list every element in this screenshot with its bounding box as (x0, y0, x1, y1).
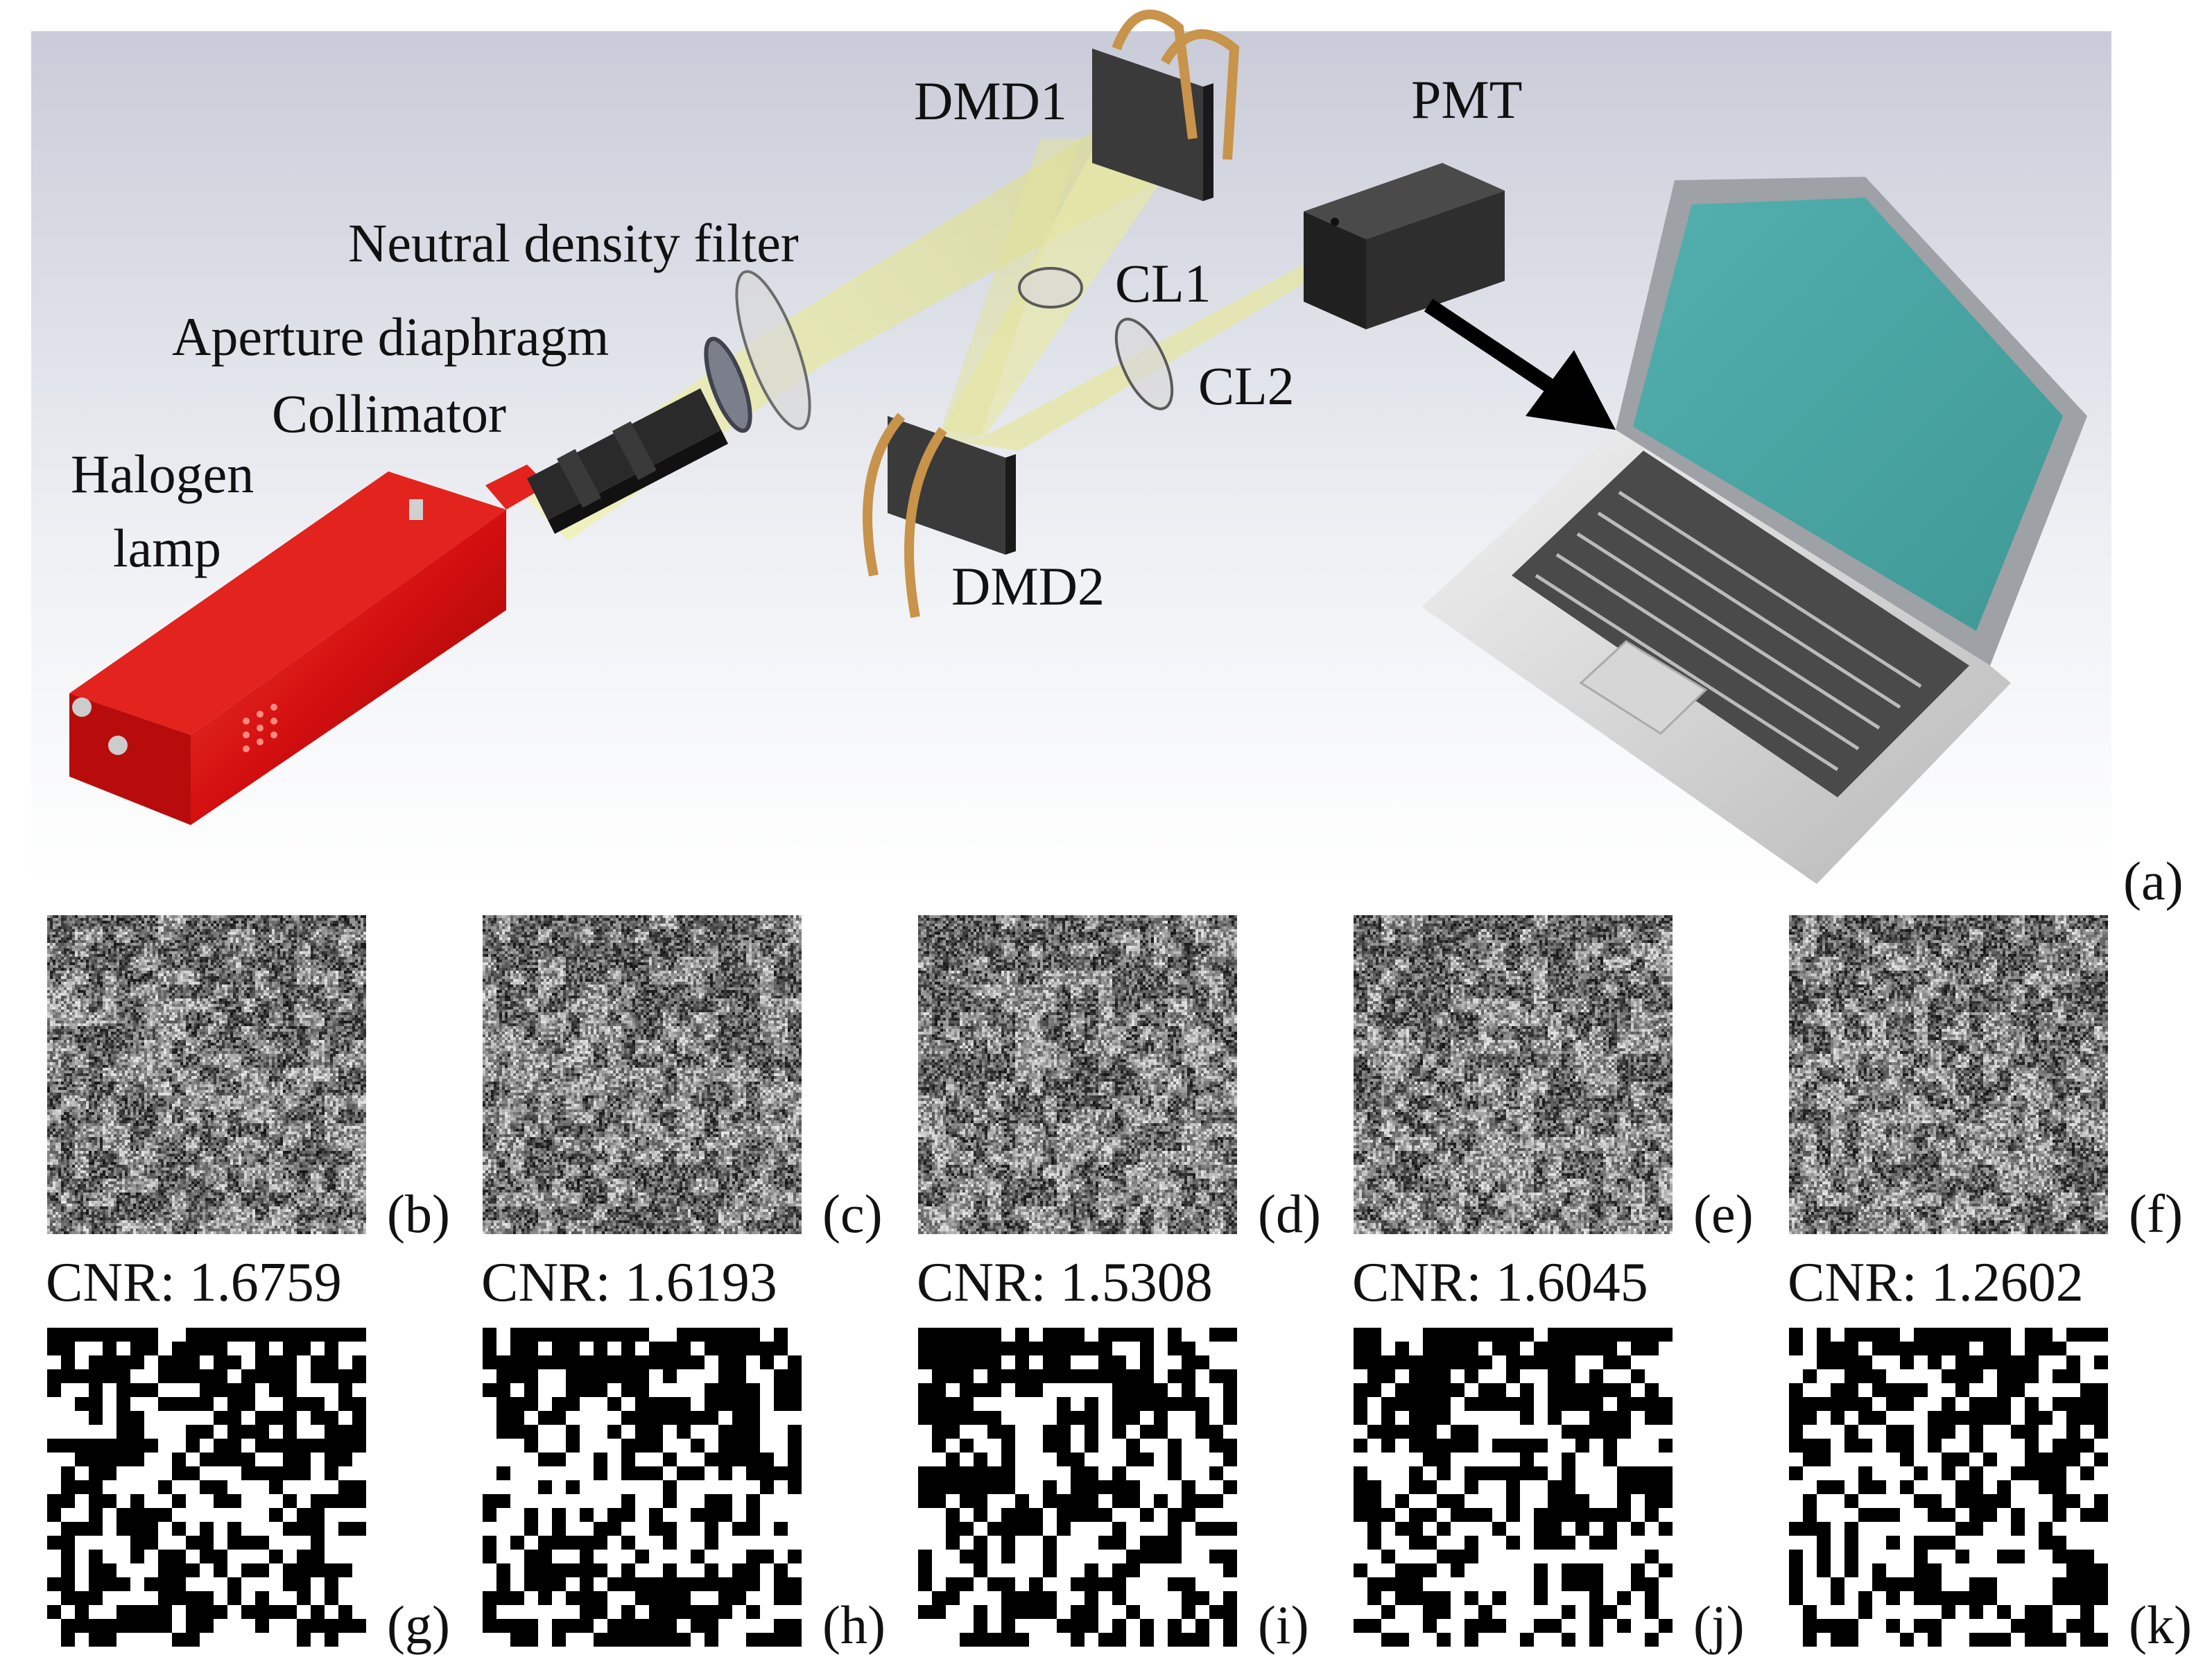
binary-pattern (483, 1328, 802, 1647)
noisy-image (47, 915, 366, 1234)
signal-arrow (1424, 298, 1616, 430)
setup-diagram (31, 9, 2111, 884)
label-cl2: CL2 (1198, 356, 1295, 416)
aperture-diaphragm (704, 336, 752, 433)
label-dmd2: DMD2 (951, 556, 1105, 616)
panel-letter-d: (d) (1258, 1184, 1321, 1244)
cnr-label: CNR: 1.6759 (46, 1252, 342, 1313)
label-aperture: Aperture diaphragm (172, 306, 610, 367)
laptop (1422, 177, 2087, 884)
halogen-lamp (69, 465, 548, 825)
binary-pattern (918, 1328, 1237, 1647)
panel-letter-k: (k) (2129, 1595, 2192, 1655)
cnr-label: CNR: 1.6193 (481, 1252, 777, 1313)
label-cl1: CL1 (1115, 253, 1211, 313)
label-pmt: PMT (1411, 69, 1523, 130)
panel-letter-g: (g) (387, 1595, 450, 1655)
label-dmd1: DMD1 (914, 71, 1068, 131)
neutral-density-filter (735, 270, 811, 431)
panel-letter-c: (c) (822, 1184, 883, 1244)
label-nd-filter: Neutral density filter (348, 213, 799, 273)
collimator (527, 388, 728, 534)
panel-letter-h: (h) (822, 1595, 885, 1655)
panel-letter-e: (e) (1693, 1184, 1754, 1244)
cl1-lens (1018, 267, 1083, 309)
dmd1 (1092, 9, 1240, 201)
panel-letter-a: (a) (2123, 851, 2184, 911)
label-collimator: Collimator (272, 383, 506, 444)
binary-pattern (1354, 1328, 1673, 1647)
pmt (1304, 163, 1505, 329)
panel-letter-b: (b) (387, 1184, 450, 1244)
cnr-label: CNR: 1.6045 (1352, 1252, 1648, 1313)
cnr-label: CNR: 1.5308 (917, 1252, 1213, 1313)
dmd2 (863, 413, 1016, 618)
binary-pattern (1789, 1328, 2108, 1647)
panel-letter-f: (f) (2129, 1184, 2183, 1244)
noisy-image (483, 915, 802, 1234)
cl2-lens (1114, 318, 1174, 410)
label-halogen-line2: lamp (113, 518, 221, 578)
panel-letter-j: (j) (1693, 1595, 1745, 1655)
binary-pattern (47, 1328, 366, 1647)
noisy-image (1354, 915, 1673, 1234)
label-halogen-line1: Halogen (71, 444, 254, 504)
noisy-image (1789, 915, 2108, 1234)
cnr-label: CNR: 1.2602 (1788, 1252, 2084, 1313)
panel-letter-i: (i) (1258, 1595, 1309, 1655)
noisy-image (918, 915, 1237, 1234)
